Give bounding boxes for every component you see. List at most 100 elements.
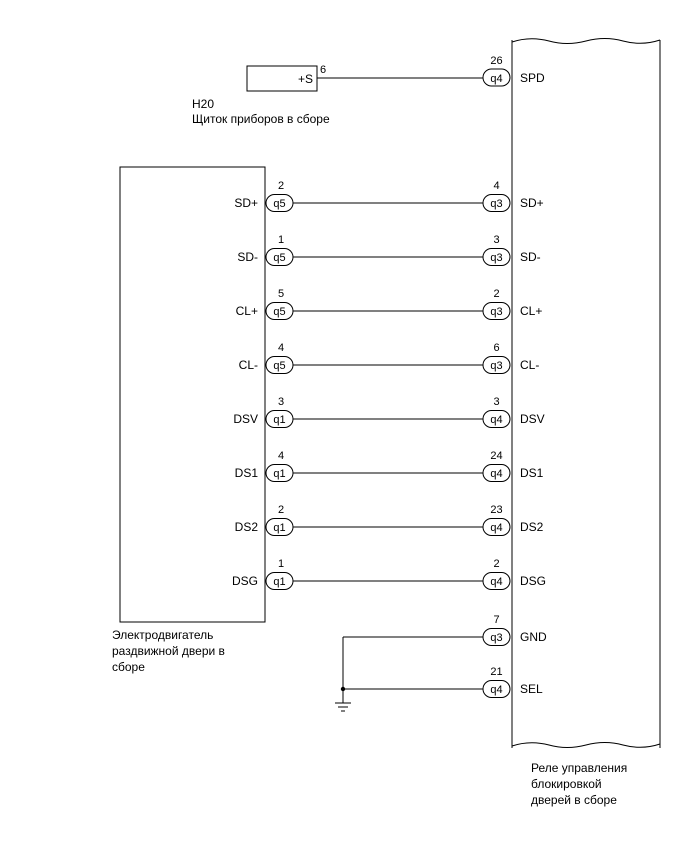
pin-number: 1 [278,558,284,570]
connector-pill [265,194,294,212]
relay-terminal-label: DSG [520,574,546,588]
connector-pill [482,410,511,428]
connector-label: q4 [490,414,502,426]
relay-caption-line: блокировкой [531,777,602,791]
motor-terminal-label: DSG [232,574,258,588]
motor-caption-line: сборе [112,660,145,674]
terminal-label: SPD [520,71,545,85]
relay-terminal-label: SD- [520,250,541,264]
connector-pill [482,68,511,87]
relay-terminal-label: CL+ [520,304,542,318]
pin-number: 6 [493,342,499,354]
motor-terminal-label: DS2 [235,520,259,534]
connector-pill [265,356,294,374]
relay-terminal-label: CL- [520,358,539,372]
motor-terminal-label: SD+ [234,196,258,210]
relay-caption-line: Реле управления [531,761,627,775]
connector-pill [482,464,511,482]
connector-pill [482,680,511,698]
pin-number: 2 [493,558,499,570]
connector-label: q3 [490,632,502,644]
pin-number: 3 [278,396,284,408]
pin-number: 1 [278,234,284,246]
pin-number: 4 [493,180,499,192]
connector-pill [482,194,511,212]
pin-number: 21 [490,666,502,678]
relay-bottom-break [511,742,661,748]
connector-label: q3 [490,360,502,372]
instrument-panel-name: Щиток приборов в сборе [192,112,330,126]
connector-label: q5 [273,198,285,210]
pin-number: 23 [490,504,502,516]
relay-terminal-spd: q4 26 SPD [482,55,545,87]
instrument-panel-code: H20 [192,97,214,111]
connector-pill [265,464,294,482]
connector-label: q1 [273,414,285,426]
motor-terminal-label: CL- [239,358,258,372]
relay-caption: Реле управления блокировкой дверей в сбо… [531,761,627,807]
connector-pill [482,248,511,266]
connector-pill [482,518,511,536]
connector-pill [265,410,294,428]
connector-pill [265,572,294,590]
connector-pill [265,248,294,266]
connector-label: q4 [490,576,502,588]
ground-symbol [335,702,351,712]
connector-label: q3 [490,198,502,210]
connector-label: q3 [490,306,502,318]
connector-label: q4 [490,522,502,534]
connector-label: q3 [490,252,502,264]
connector-label: q5 [273,360,285,372]
connector-label: q5 [273,306,285,318]
connector-pill [482,628,511,646]
relay-terminal-label: DS1 [520,466,544,480]
connector-label: q4 [490,468,502,480]
connector-pill [265,302,294,320]
instrument-panel: +S 6 H20 Щиток приборов в сборе [192,64,483,126]
motor-caption-line: раздвижной двери в [112,644,225,658]
splice-dot [340,686,346,692]
pin-number: 26 [490,55,502,67]
instrument-panel-terminal: +S [298,72,313,86]
pin-number: 4 [278,450,284,462]
motor-caption: Электродвигатель раздвижной двери в сбор… [112,628,225,674]
relay-caption-line: дверей в сборе [531,793,617,807]
connector-label: q1 [273,468,285,480]
connector-label: q4 [490,684,502,696]
pin-number: 3 [493,396,499,408]
relay-terminal-label: DS2 [520,520,544,534]
connector-pill [482,302,511,320]
motor-box [119,166,266,623]
motor-terminal-label: DS1 [235,466,259,480]
connector-label: q5 [273,252,285,264]
connector-pill [265,518,294,536]
pin-number: 5 [278,288,284,300]
motor-terminal-label: SD- [237,250,258,264]
relay-terminal-label: SD+ [520,196,544,210]
connector-label: q4 [490,73,502,85]
connector-pill [482,356,511,374]
connector-label: q1 [273,576,285,588]
motor-caption-line: Электродвигатель [112,628,213,642]
motor-terminal-label: DSV [233,412,258,426]
wire-row: CL-q5 4 q3 6CL- [239,342,539,374]
relay-top-break [511,38,661,44]
pin-number: 7 [493,614,499,626]
relay-terminal-label: GND [520,630,547,644]
pin-number: 4 [278,342,284,354]
pin-number: 2 [493,288,499,300]
pin-number: 2 [278,504,284,516]
wire-rows: SD+q52q34SD+SD-q51q33SD-CL+q55q32CL+CL-q… [232,180,546,590]
relay-terminal-label: DSV [520,412,545,426]
